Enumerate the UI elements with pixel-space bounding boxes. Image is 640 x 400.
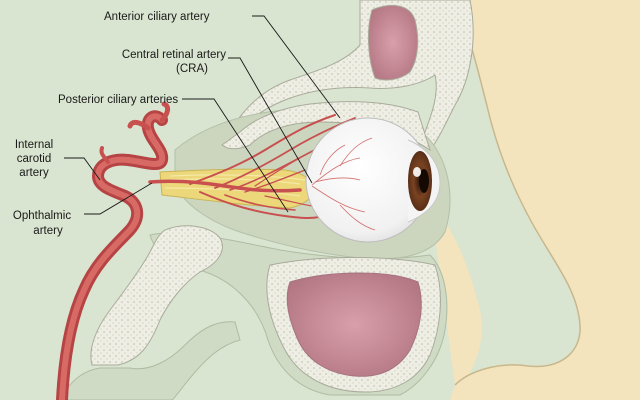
leader-ophthalmic [84,182,153,215]
face-profile [450,0,640,400]
frontal-sinus [367,4,419,81]
cheek-skin [430,200,536,400]
label-posterior-ciliary: Posterior ciliary arteries [58,94,178,106]
maxillary-sinus [286,272,422,377]
label-internal-carotid-line1: Internal [15,139,53,151]
label-central-retinal-line1: Central retinal artery [122,49,226,61]
face-outline [454,0,581,386]
eye-highlight [413,167,421,177]
label-ophthalmic-line1: Ophthalmic [13,210,71,222]
skull-base-bone [59,321,241,400]
pupil [419,169,429,193]
label-ophthalmic-line2: artery [33,225,63,237]
label-internal-carotid-line2: carotid [17,153,52,165]
carotid-branch-left [99,146,110,164]
eyeball [305,117,441,243]
label-internal-carotid-line3: artery [19,167,49,179]
label-central-retinal-line2: (CRA) [176,63,208,75]
leader-central-retinal [228,57,313,184]
leader-lines [64,15,341,215]
leader-internal-carotid [64,157,101,181]
label-anterior-ciliary: Anterior ciliary artery [104,11,210,23]
leader-posterior-ciliary [182,98,289,213]
sphenoid-bone [90,225,223,366]
leader-anterior-ciliary [252,15,341,119]
carotid-branch-top [127,101,171,131]
internal-carotid-artery-highlight [59,113,166,400]
